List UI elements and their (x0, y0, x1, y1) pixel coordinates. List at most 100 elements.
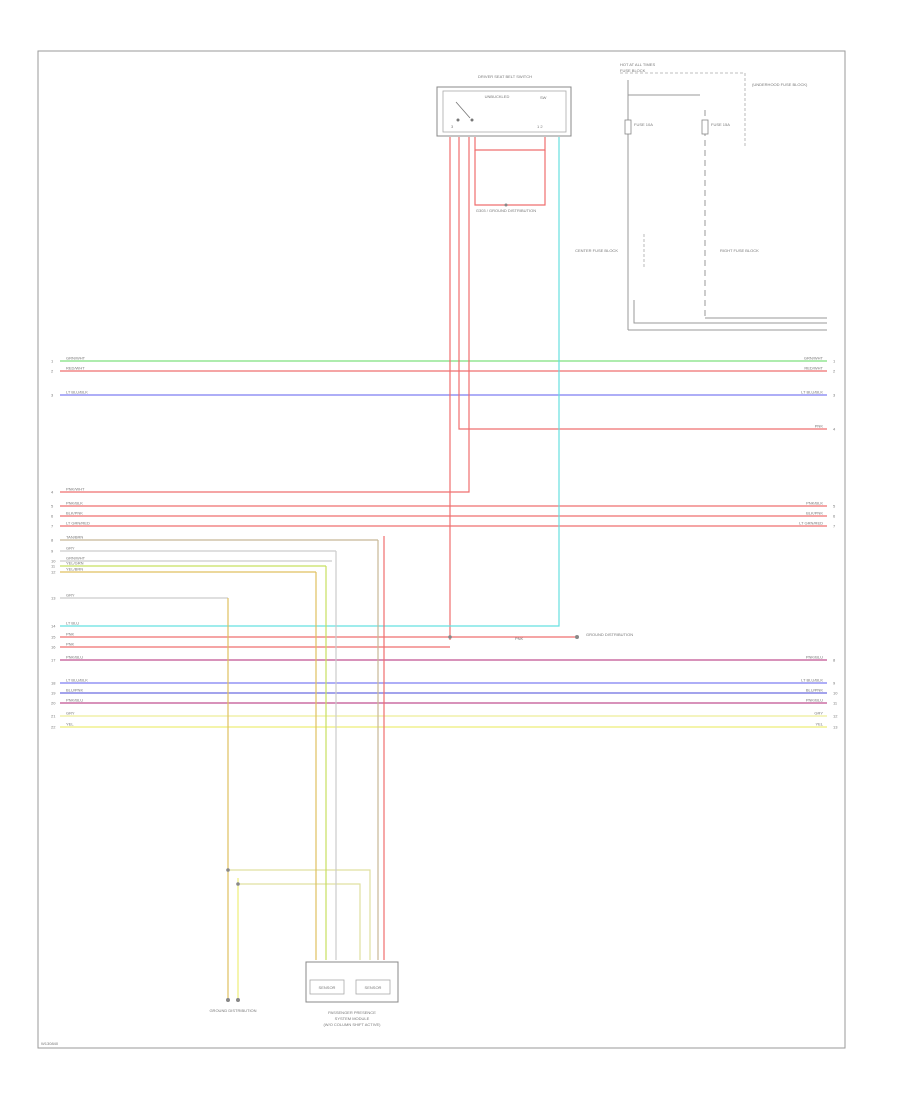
bottom-module-left-label: SENSOR (319, 985, 336, 990)
splice-dot (236, 882, 240, 886)
wire-label-right: BLK/PNK (806, 511, 823, 516)
seat-belt-switch-title: DRIVER SEAT BELT SWITCH (478, 74, 532, 79)
wire-switch-lt-blu (60, 137, 560, 627)
wire-pin-right: 8 (833, 658, 836, 663)
wire-label-left: YEL (66, 722, 74, 727)
fuse-right-sub: RIGHT FUSE BLOCK (720, 248, 759, 253)
wire-label-right: PNK (815, 424, 824, 429)
wire-label-left: PNK/WHT (66, 487, 85, 492)
wire-label-right: GRY (814, 711, 823, 716)
fuse-block-sub: FUSE BLOCK (620, 68, 646, 73)
wire-label-left: YEL/GRN (66, 561, 84, 566)
switch-contact (470, 118, 474, 122)
wire-pin-left: 21 (51, 714, 56, 719)
wire-label-left: GRN/WHT (66, 356, 86, 361)
wire-label-left: RED/WHT (66, 366, 85, 371)
wire-label-right: YEL (815, 722, 823, 727)
bottom-module: SENSOR SENSOR PASSENGER PRESENCE SYSTEM … (305, 961, 399, 1027)
seat-belt-switch-right-label: 1 2 (537, 124, 543, 129)
wire-label-right: PNK/BLU (806, 655, 823, 660)
fuse-out-2 (633, 300, 827, 324)
splice-dot (448, 635, 452, 639)
wire-label-right: LT BLU/BLK (801, 390, 823, 395)
wire-label-right: PNK/BLU (806, 698, 823, 703)
bottom-module-left-box (309, 979, 345, 995)
wire-pin-right: 1 (833, 359, 836, 364)
seat-belt-switch-pin: SW (540, 95, 547, 100)
fuse-label-1: FUSE 10A (634, 122, 653, 127)
wire-label-left: TAN/BRN (66, 535, 83, 540)
wire-pin-left: 16 (51, 645, 56, 650)
wire-pin-left: 20 (51, 701, 56, 706)
wire-label-left: BLK/PNK (66, 511, 83, 516)
wire-link-yel (228, 869, 371, 960)
wire-switch-loop (474, 137, 546, 151)
wire-pin-left: 13 (51, 596, 56, 601)
wire-link-yel-2 (238, 883, 361, 960)
seat-belt-switch-left-label: 3 (451, 124, 454, 129)
wire-label-left: PNK (66, 642, 75, 647)
wire-pin-right: 3 (833, 393, 836, 398)
ground-right-label: GROUND DISTRIBUTION (586, 632, 633, 637)
fuse-15a (701, 119, 709, 135)
wire-pin-left: 3 (51, 393, 54, 398)
ground-right-dot (575, 635, 579, 639)
diagram-frame (37, 50, 846, 1049)
wire-switch-ground-loop (474, 150, 546, 206)
switch-contact (456, 118, 460, 122)
bottom-module-right-label: SENSOR (365, 985, 382, 990)
wire-pin-left: 4 (51, 490, 54, 495)
wire-pin-left: 5 (51, 504, 54, 509)
bottom-module-caption-1: PASSENGER PRESENCE (328, 1010, 376, 1015)
seat-belt-switch-sub: UNBUCKLED (485, 94, 510, 99)
wire-label-left: LT BLU (66, 621, 79, 626)
wire-pin-left: 22 (51, 725, 56, 730)
wire-pin-left: 1 (51, 359, 54, 364)
wire-pin-right: 12 (833, 714, 838, 719)
wire-pin-right: 5 (833, 504, 836, 509)
ground-splice (504, 203, 508, 207)
wire-pin-right: 9 (833, 681, 836, 686)
wire-label-left: YEL/BRN (66, 567, 83, 572)
splice-dot (226, 868, 230, 872)
wire-label-left: LT BLU/BLK (66, 390, 88, 395)
wire-pin-left: 6 (51, 514, 54, 519)
reference-number: W130840 (41, 1041, 59, 1046)
wire-label-right: BLU/PNK (806, 688, 823, 693)
wire-pin-left: 2 (51, 369, 54, 374)
fuse-left-sub: CENTER FUSE BLOCK (575, 248, 618, 253)
wire-pin-right: 13 (833, 725, 838, 730)
wire-label-left: GRN/WHT (66, 556, 86, 561)
wire-label-left: PNK/BLK (66, 501, 83, 506)
wire-pin-left: 7 (51, 524, 54, 529)
wire-label-left: GRY (66, 546, 75, 551)
wire-pin-right: 4 (833, 427, 836, 432)
wire-label-right: GRN/WHT (804, 356, 824, 361)
wire-pin-left: 19 (51, 691, 56, 696)
wire-label-right: RED/WHT (804, 366, 823, 371)
ground-bottom-dot (236, 998, 240, 1002)
wire-pin-right: 10 (833, 691, 838, 696)
wire-pin-left: 14 (51, 624, 56, 629)
wire-pin-left: 15 (51, 635, 56, 640)
wire-label-right: LT BLU/BLK (801, 678, 823, 683)
wire-pin-right: 7 (833, 524, 836, 529)
ground-bottom-dot (226, 998, 230, 1002)
fuse-block-title: HOT AT ALL TIMES (620, 62, 655, 67)
splice-label: PNK (515, 636, 524, 641)
wire-pin-left: 9 (51, 549, 54, 554)
fuse-10a (624, 119, 632, 135)
wire-switch-pnk-3 (60, 137, 470, 493)
wire-label-left: GRY (66, 593, 75, 598)
wire-label-right: LT GRN/RED (799, 521, 823, 526)
wire-label-left: LT GRN/RED (66, 521, 90, 526)
wire-pin-right: 6 (833, 514, 836, 519)
wire-pin-right: 2 (833, 369, 836, 374)
wire-label-left: PNK (66, 632, 75, 637)
wire-switch-pnk-2 (458, 137, 827, 430)
wire-pin-left: 18 (51, 681, 56, 686)
wire-pin-left: 12 (51, 570, 56, 575)
wire-label-left: GRY (66, 711, 75, 716)
seat-belt-switch-inner (442, 90, 567, 133)
